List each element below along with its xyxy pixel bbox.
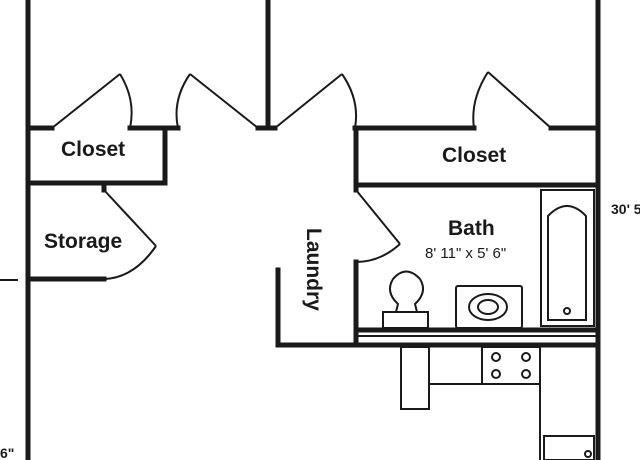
- laundry-label: Laundry: [302, 228, 325, 311]
- closet-right-label: Closet: [442, 144, 506, 167]
- kitchen-sink: [543, 435, 595, 460]
- dimension-left-edge: 6": [0, 445, 14, 460]
- sink: [455, 285, 523, 329]
- stove: [481, 346, 541, 385]
- bath-label: Bath: [448, 217, 495, 240]
- closet-left-label: Closet: [61, 138, 125, 161]
- toilet: [382, 270, 429, 329]
- bath-dimensions: 8' 11" x 5' 6": [425, 245, 506, 262]
- bathtub: [540, 189, 595, 327]
- interior-walls: [25, 0, 601, 348]
- exterior-walls: [25, 0, 601, 460]
- storage-label: Storage: [44, 230, 122, 253]
- dimension-right-edge: 30' 5: [611, 201, 640, 217]
- door-swings: [51, 71, 552, 280]
